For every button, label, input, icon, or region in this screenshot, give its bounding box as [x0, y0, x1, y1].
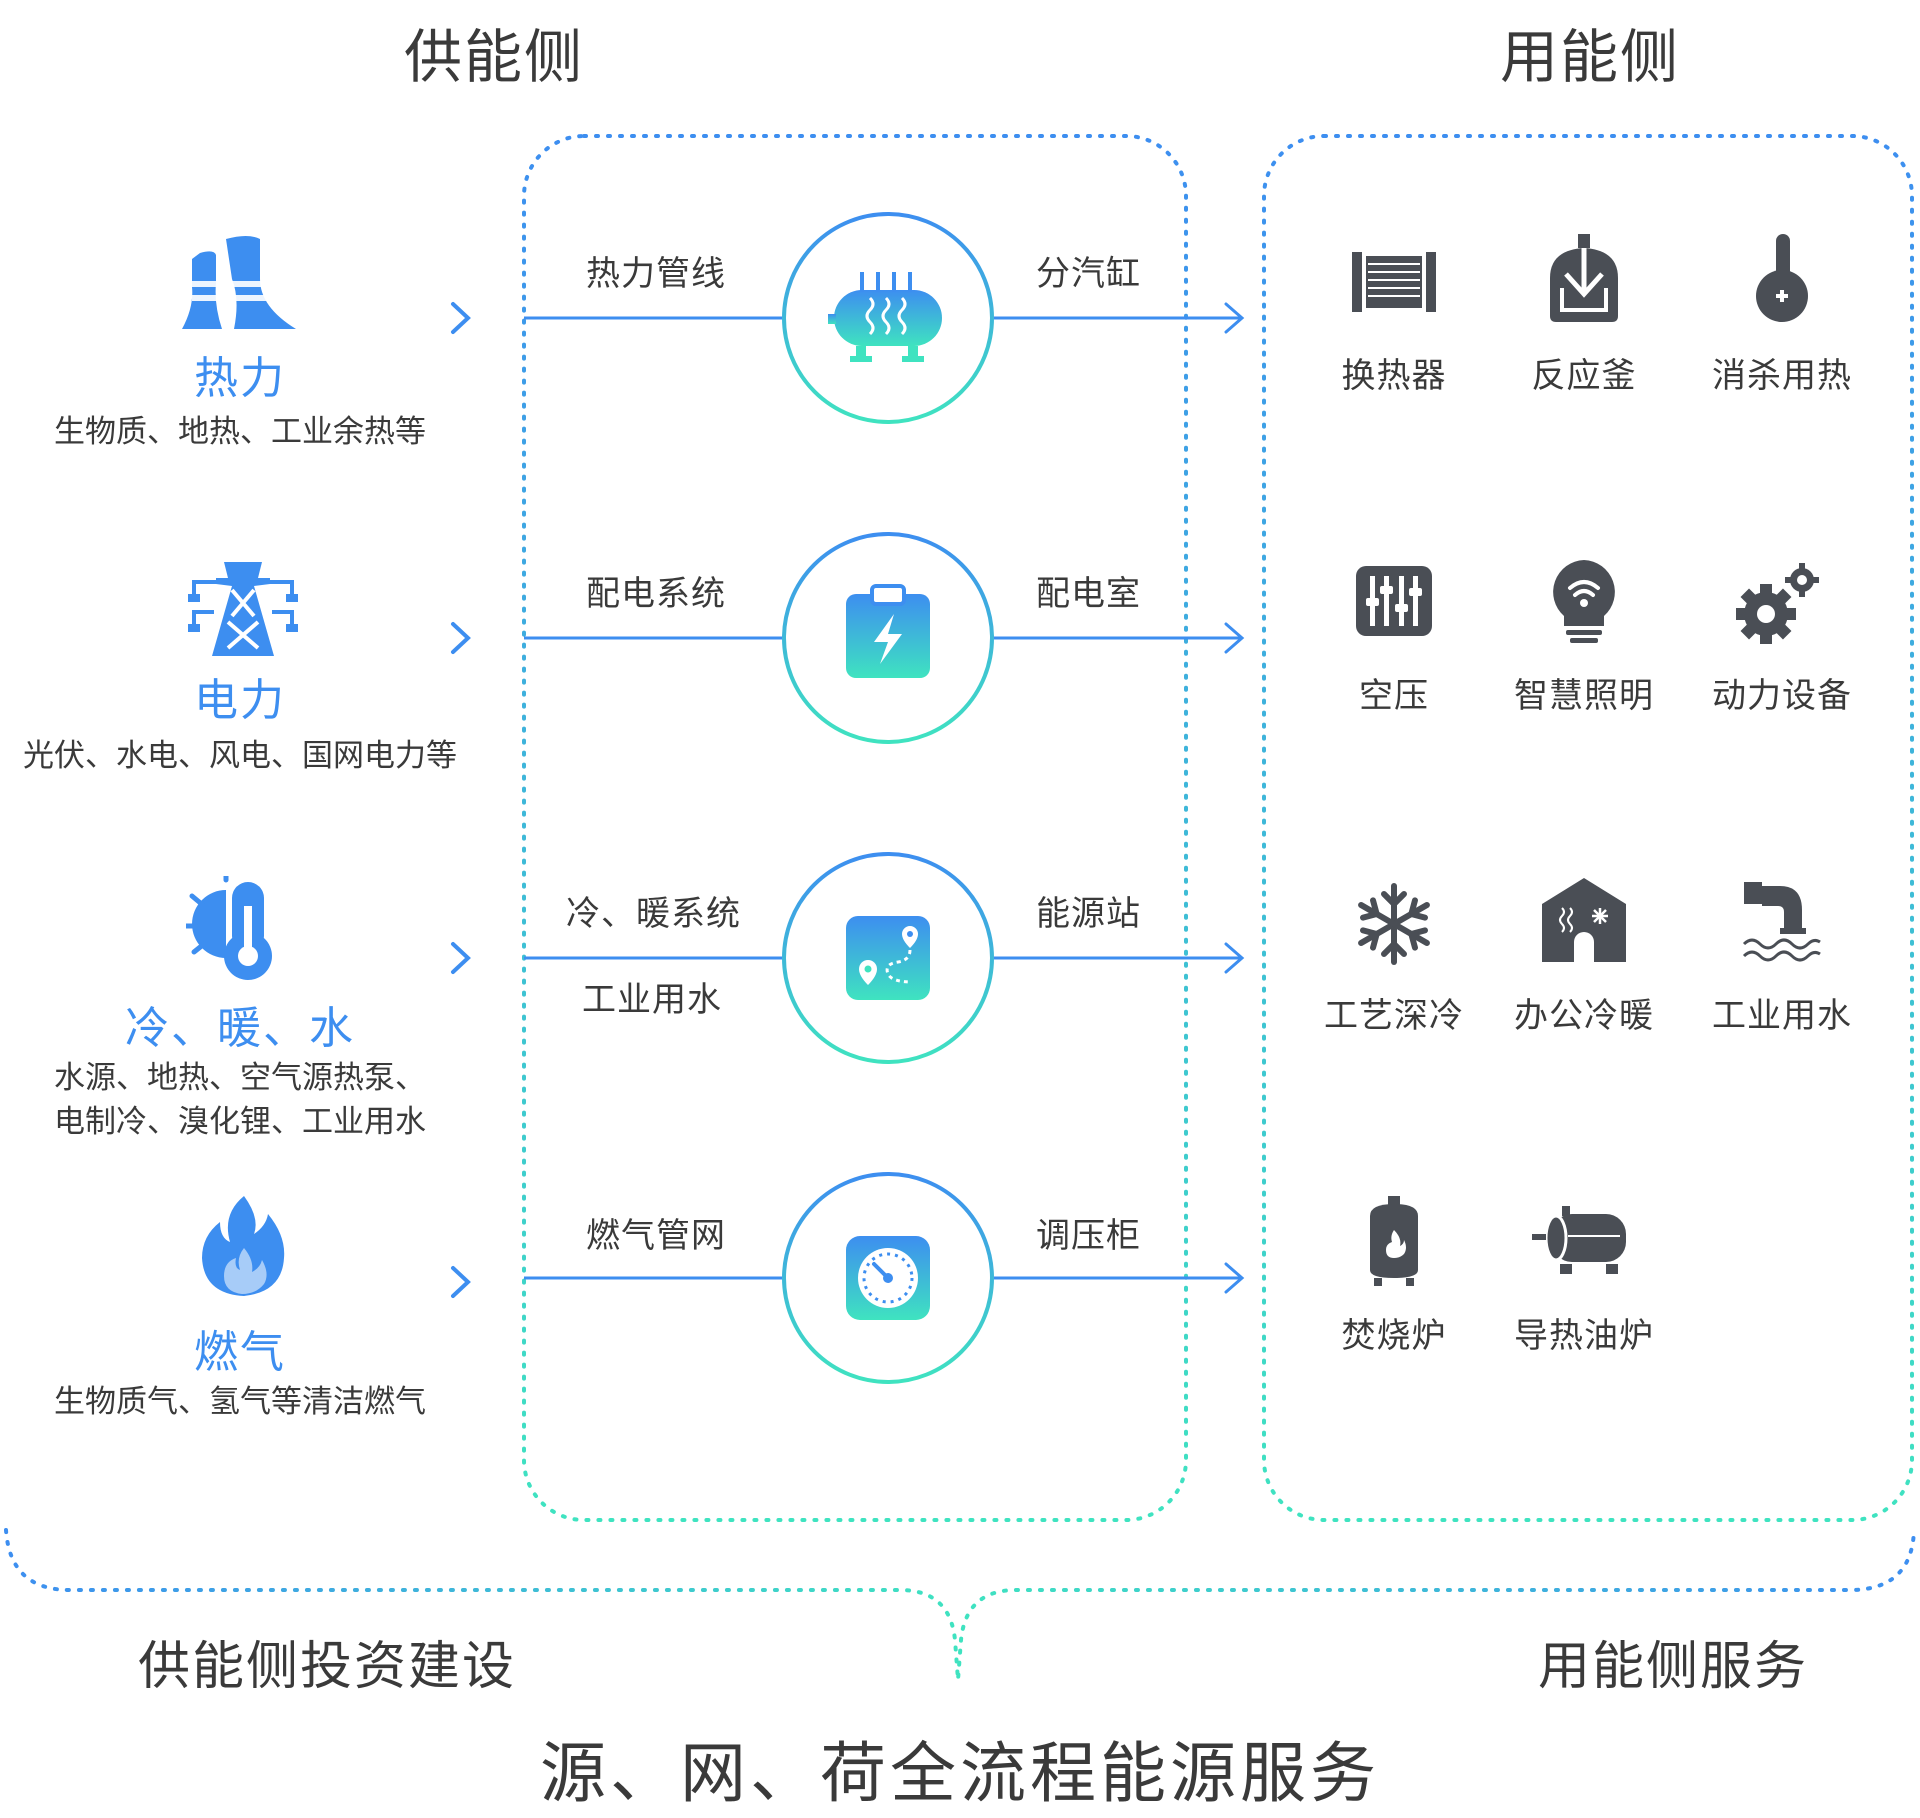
arrow-right-icon: [1224, 942, 1245, 974]
flame-icon: [202, 1196, 285, 1296]
electric-hub: [782, 532, 994, 744]
arrow-right-icon: [1224, 1262, 1245, 1294]
snowflake-icon: [1358, 883, 1430, 965]
flow-left-label: 冷、暖系统: [566, 894, 741, 934]
smart-bulb-icon: [1553, 560, 1615, 643]
route-map-icon: [846, 916, 930, 1000]
chevron-right-icon: [451, 942, 471, 974]
arrow-right-icon: [1224, 622, 1245, 654]
flow-right-label: 能源站: [1036, 894, 1141, 934]
source-desc-line: 生物质气、氢气等清洁燃气: [54, 1384, 426, 1420]
energy-station-hub: [782, 852, 994, 1064]
steam-tank-hub: [782, 212, 994, 424]
gears-icon: [1736, 563, 1819, 644]
main-title: 源、网、荷全流程能源服务: [540, 1735, 1380, 1812]
flow-left-label: 热力管线: [586, 254, 726, 294]
source-desc-line: 生物质、地热、工业余热等: [54, 414, 426, 450]
consumer-label: 导热油炉: [1514, 1316, 1654, 1356]
source-desc-line: 水源、地热、空气源热泵、: [54, 1060, 426, 1096]
arrow-right-icon: [1224, 302, 1245, 334]
source-desc: 生物质气、氢气等清洁燃气: [0, 1380, 480, 1424]
demand-box: [1262, 134, 1914, 1522]
consumer-label: 换热器: [1341, 356, 1447, 396]
source-desc: 光伏、水电、风电、国网电力等: [0, 734, 480, 778]
consumer-label: 反应釜: [1531, 356, 1637, 396]
thermometer-sun-icon: [186, 876, 272, 980]
consumer-label: 焚烧炉: [1341, 1316, 1447, 1356]
source-desc: 生物质、地热、工业余热等: [0, 410, 480, 454]
source-title: 电力: [194, 675, 286, 726]
heat-exchanger-icon: [1352, 252, 1436, 312]
supply-investment-label: 供能侧投资建设: [138, 1637, 517, 1697]
water-pipe-icon: [1742, 882, 1821, 962]
consumer-label: 工艺深冷: [1324, 996, 1464, 1036]
consumer-label: 工业用水: [1712, 996, 1852, 1036]
house-climate-icon: [1542, 878, 1626, 962]
consumer-label: 办公冷暖: [1514, 996, 1654, 1036]
consumer-label: 空压: [1359, 676, 1429, 716]
chevron-right-icon: [451, 622, 471, 654]
power-tower-icon: [188, 562, 298, 656]
flow-left-label: 配电系统: [586, 574, 726, 614]
source-desc: 水源、地热、空气源热泵、 电制冷、溴化锂、工业用水: [0, 1056, 480, 1144]
consumer-label: 智慧照明: [1514, 676, 1654, 716]
thermometer-plus-icon: [1756, 234, 1808, 322]
oil-boiler-icon: [1532, 1206, 1626, 1274]
steam-tank-icon: [828, 272, 942, 362]
demand-side-header: 用能侧: [1500, 23, 1681, 91]
supply-side-header: 供能侧: [404, 23, 585, 91]
flow-left-label: 燃气管网: [586, 1216, 726, 1256]
source-desc-line: 光伏、水电、风电、国网电力等: [23, 738, 457, 774]
bottom-brace: [4, 1528, 1916, 1681]
consumer-label: 动力设备: [1712, 676, 1852, 716]
pressure-gauge-icon: [846, 1236, 930, 1320]
reactor-icon: [1550, 234, 1618, 322]
chevron-right-icon: [451, 1266, 471, 1298]
slider-control-icon: [1356, 566, 1432, 636]
electric-battery-icon: [846, 584, 930, 678]
supply-network-box: [522, 134, 1188, 1522]
flow-left-label: 工业用水: [582, 980, 722, 1020]
incinerator-icon: [1370, 1196, 1418, 1286]
flow-right-label: 配电室: [1036, 574, 1141, 614]
flow-right-label: 分汽缸: [1036, 254, 1141, 294]
cooling-tower-icon: [182, 236, 296, 329]
demand-service-label: 用能侧服务: [1538, 1637, 1809, 1697]
source-title: 冷、暖、水: [125, 1003, 355, 1054]
source-title: 燃气: [194, 1327, 286, 1378]
chevron-right-icon: [451, 302, 471, 334]
flow-right-label: 调压柜: [1036, 1216, 1141, 1256]
consumer-label: 消杀用热: [1712, 356, 1852, 396]
source-desc-line: 电制冷、溴化锂、工业用水: [54, 1104, 426, 1140]
source-title: 热力: [194, 353, 286, 404]
regulator-hub: [782, 1172, 994, 1384]
